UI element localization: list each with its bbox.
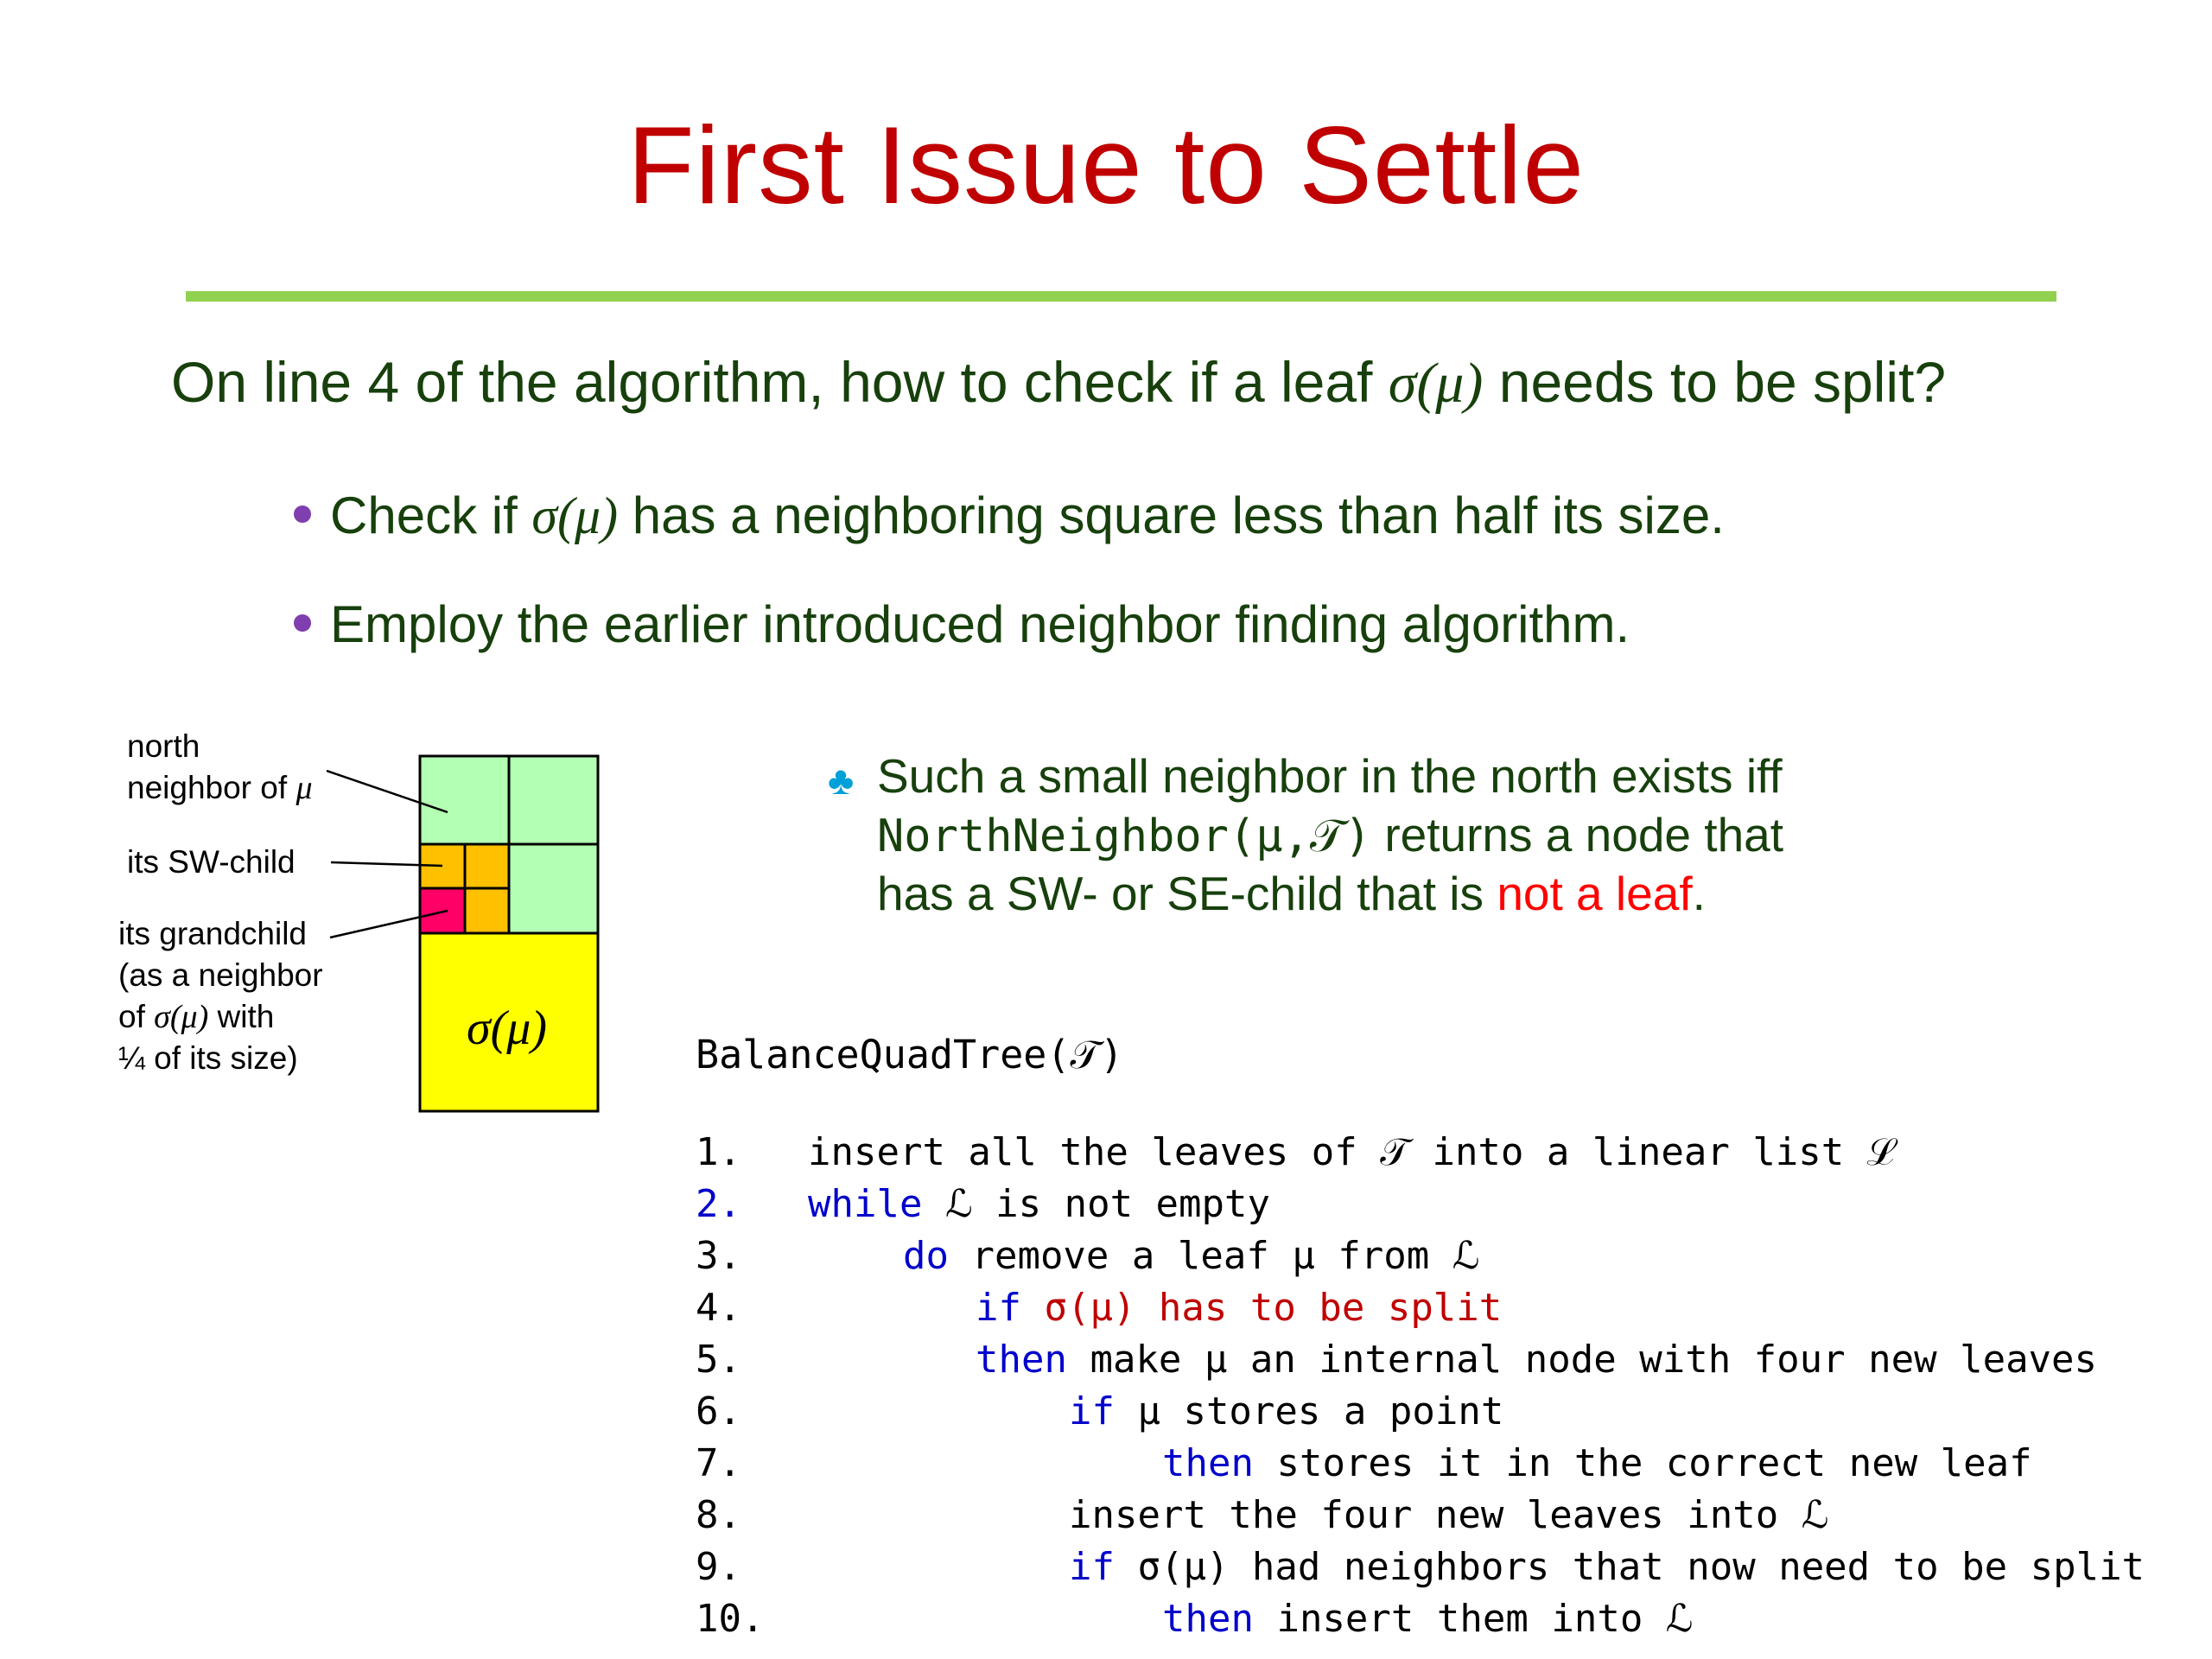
- bullet-after: has a neighboring square less than half …: [618, 486, 1725, 544]
- keyword: if: [976, 1286, 1021, 1330]
- line-text: insert the four new leaves into ℒ: [1069, 1493, 1829, 1537]
- note-line3-before: has a SW- or SE-child that is: [877, 867, 1497, 920]
- bullet-math: σ(μ): [531, 487, 619, 544]
- north-neighbor-cell: [507, 842, 600, 935]
- bullet-before: Check if: [330, 486, 532, 544]
- line-number: 1.: [696, 1130, 741, 1174]
- note-line3-after: .: [1692, 867, 1706, 920]
- note-line2-rest: returns a node that: [1371, 808, 1784, 861]
- question-text: On line 4 of the algorithm, how to check…: [171, 349, 1946, 416]
- grandchild-label-line2: (as a neighbor: [118, 957, 323, 993]
- line-number: 10.: [696, 1597, 765, 1641]
- line-number: 3.: [696, 1234, 741, 1278]
- line-text: remove a leaf μ from ℒ: [948, 1234, 1480, 1278]
- line-text: ℒ is not empty: [922, 1182, 1271, 1226]
- keyword: then: [1162, 1597, 1254, 1641]
- emphasized-text: σ(μ) has to be split: [1020, 1286, 1503, 1330]
- question-after: needs to be split?: [1483, 350, 1947, 414]
- keyword: then: [976, 1338, 1067, 1382]
- sw-child-cell: [463, 842, 511, 890]
- sw-pointer-line: [330, 861, 443, 868]
- square-math-label: σ(μ): [467, 1001, 548, 1055]
- note-highlight: not a leaf: [1497, 867, 1693, 920]
- note-line1: Such a small neighbor in the north exist…: [877, 749, 1783, 803]
- north-neighbor-cell: [418, 754, 511, 846]
- club-bullet-icon: ♣: [828, 758, 855, 803]
- grandchild-label-line3-end: with: [208, 999, 275, 1034]
- north-label-line1: north: [127, 728, 200, 764]
- algorithm-name: BalanceQuadTree(𝒯): [696, 1032, 1124, 1077]
- sw-child-cell: [463, 887, 511, 935]
- bullet-dot-icon: [294, 614, 311, 632]
- north-neighbor-cell: [507, 754, 600, 846]
- bullet-item: Check if σ(μ) has a neighboring square l…: [294, 486, 1725, 546]
- note-line2: NorthNeighbor(μ,𝒯) returns a node that: [877, 807, 1783, 863]
- keyword: while: [808, 1182, 923, 1226]
- keyword: do: [903, 1234, 949, 1278]
- grandchild-label-math: σ(μ): [154, 999, 209, 1035]
- keyword: then: [1162, 1441, 1254, 1485]
- bullet-before: Employ the earlier introduced neighbor f…: [330, 595, 1630, 653]
- grandchild-cell: [418, 887, 467, 935]
- grandchild-label-line3: of: [118, 999, 155, 1034]
- line-number: 5.: [696, 1338, 741, 1382]
- sw-child-label: its SW-child: [127, 844, 296, 880]
- grandchild-label-line4: ¼ of its size): [118, 1040, 298, 1076]
- note-line3: has a SW- or SE-child that is not a leaf…: [877, 866, 1706, 921]
- keyword: if: [1069, 1389, 1115, 1433]
- grandchild-pointer-line: [329, 909, 448, 939]
- line-number: 4.: [696, 1286, 741, 1330]
- title-divider: [186, 291, 2056, 302]
- question-before: On line 4 of the algorithm, how to check…: [171, 350, 1389, 414]
- sigma-mu-square: [418, 931, 600, 1113]
- north-label-line2: neighbor of: [127, 770, 296, 805]
- north-neighbor-label: north neighbor of μ: [127, 726, 313, 809]
- north-pointer-line: [326, 769, 448, 814]
- line-number: 2.: [696, 1182, 741, 1226]
- line-text: stores it in the correct new leaf: [1253, 1441, 2032, 1485]
- line-text: insert them into ℒ: [1253, 1597, 1694, 1641]
- grandchild-label: its grandchild (as a neighbor of σ(μ) wi…: [118, 913, 323, 1079]
- line-text: μ stores a point: [1114, 1389, 1504, 1433]
- line-text: insert all the leaves of 𝒯 into a linear…: [808, 1130, 1895, 1174]
- line-number: 9.: [696, 1545, 741, 1589]
- sw-child-cell: [418, 842, 467, 890]
- slide-title: First Issue to Settle: [627, 104, 1585, 226]
- line-number: 6.: [696, 1389, 741, 1433]
- bullet-dot-icon: [294, 505, 311, 524]
- north-label-math: μ: [296, 770, 313, 806]
- keyword: if: [1069, 1545, 1115, 1589]
- line-text: σ(μ) had neighbors that now need to be s…: [1114, 1545, 2145, 1589]
- grandchild-label-line1: its grandchild: [118, 916, 308, 951]
- line-number: 7.: [696, 1441, 741, 1485]
- bullet-item: Employ the earlier introduced neighbor f…: [294, 594, 1630, 654]
- question-math: σ(μ): [1388, 352, 1484, 415]
- line-text: make μ an internal node with four new le…: [1066, 1338, 2098, 1382]
- line-number: 8.: [696, 1493, 741, 1537]
- note-code: NorthNeighbor(μ,𝒯): [877, 810, 1372, 862]
